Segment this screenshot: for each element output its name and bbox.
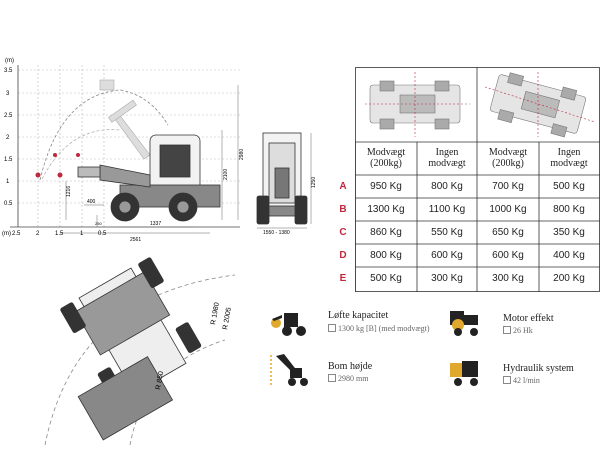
- dim-label: 2561: [130, 237, 141, 243]
- table-cell: 1300 Kg: [367, 204, 405, 215]
- table-cell: 1000 Kg: [489, 204, 527, 215]
- table-cell: 550 Kg: [431, 227, 463, 238]
- row-letter: C: [339, 227, 347, 238]
- header-line: Ingen: [435, 147, 459, 158]
- x-tick-label: 2.5: [12, 231, 21, 237]
- header-line: Modvægt: [366, 147, 406, 158]
- y-tick-label: 3.5: [4, 68, 13, 74]
- engine-text: 26 Hk: [513, 326, 533, 335]
- dim-label: 1550 - 1380: [263, 230, 290, 236]
- y-tick-label: 1: [6, 179, 10, 185]
- table-cell: 800 Kg: [370, 250, 402, 261]
- table-cell: 800 Kg: [431, 181, 463, 192]
- table-cell: 600 Kg: [431, 250, 463, 261]
- header-line: Ingen: [557, 147, 581, 158]
- dim-label: 2100: [223, 169, 229, 180]
- x-tick-label: 1.5: [55, 231, 64, 237]
- row-letter: A: [339, 181, 347, 192]
- dim-label: 1337: [150, 221, 161, 227]
- boom-height-value: 2980 mm: [328, 374, 368, 383]
- y-tick-label: 1.5: [4, 157, 13, 163]
- dim-label: R 850: [155, 371, 165, 391]
- engine-value: 26 Hk: [503, 326, 533, 335]
- dim-label: 250: [95, 221, 102, 226]
- y-tick-label: 3: [6, 91, 10, 97]
- dim-label: 2980: [239, 149, 245, 160]
- checkbox-icon: [503, 326, 511, 334]
- header-line: (200kg): [370, 158, 402, 169]
- engine-icon: [450, 311, 478, 336]
- table-cell: 860 Kg: [370, 227, 402, 238]
- hydraulic-title: Hydraulik system: [503, 363, 574, 374]
- column-header: Modvægt (200kg): [478, 147, 538, 169]
- x-tick-label: 0.5: [98, 231, 107, 237]
- column-header: Ingen modvægt: [539, 147, 599, 169]
- table-cell: 1100 Kg: [428, 204, 466, 215]
- x-axis-unit: (m): [2, 231, 11, 237]
- boom-height-icon: [270, 354, 308, 386]
- engine-title: Motor effekt: [503, 313, 554, 324]
- x-tick-label: 2: [36, 231, 40, 237]
- lift-capacity-text: 1300 kg [B] (med modvægt): [338, 324, 430, 333]
- row-letter: B: [339, 204, 347, 215]
- dim-label: R 2005: [222, 307, 233, 331]
- boom-height-text: 2980 mm: [338, 374, 369, 383]
- column-header: Modvægt (200kg): [356, 147, 416, 169]
- dim-label: 1216: [66, 186, 72, 197]
- y-tick-label: 0.5: [4, 201, 13, 207]
- lift-capacity-value: 1300 kg [B] (med modvægt): [328, 324, 430, 333]
- dim-label: 1250: [311, 177, 317, 188]
- table-cell: 200 Kg: [553, 273, 585, 284]
- dim-label: R 1980: [210, 302, 221, 326]
- y-tick-label: 2.5: [4, 113, 13, 119]
- boom-height-title: Bom højde: [328, 361, 373, 372]
- y-tick-label: 2: [6, 135, 10, 141]
- y-axis-unit: (m): [5, 58, 14, 64]
- checkbox-icon: [328, 374, 336, 382]
- x-tick-label: 1: [80, 231, 84, 237]
- turning-radius-diagram: R 1980 R 2005 R 850: [44, 257, 236, 446]
- table-cell: 400 Kg: [553, 250, 585, 261]
- lift-chart-diagram: (m) 3.5 3 2.5 2 1.5 1 0.5 (m) 2.5 2 1.5 …: [2, 58, 245, 243]
- table-cell: 650 Kg: [492, 227, 524, 238]
- table-cell: 500 Kg: [370, 273, 402, 284]
- table-grid: [355, 67, 600, 292]
- table-cell: 800 Kg: [553, 204, 585, 215]
- table-cell: 950 Kg: [370, 181, 402, 192]
- table-cell: 350 Kg: [553, 227, 585, 238]
- header-line: modvægt: [550, 158, 588, 169]
- table-cell: 600 Kg: [492, 250, 524, 261]
- front-view-diagram: 1550 - 1380 1250: [256, 132, 317, 236]
- dim-label: 400: [87, 199, 96, 205]
- table-cell: 700 Kg: [492, 181, 524, 192]
- hydraulic-icon: [450, 361, 478, 386]
- hydraulic-text: 42 l/min: [513, 376, 540, 385]
- table-cell: 500 Kg: [553, 181, 585, 192]
- checkbox-icon: [503, 376, 511, 384]
- table-cell: 300 Kg: [431, 273, 463, 284]
- header-line: modvægt: [428, 158, 466, 169]
- table-cell: 300 Kg: [492, 273, 524, 284]
- loader-lift-icon: [271, 313, 306, 336]
- header-line: Modvægt: [488, 147, 528, 158]
- header-line: (200kg): [492, 158, 524, 169]
- checkbox-icon: [328, 324, 336, 332]
- column-header: Ingen modvægt: [417, 147, 477, 169]
- row-letter: E: [339, 273, 347, 284]
- load-capacity-table: A B C D E Modvægt (200kg) Ingen modvægt …: [339, 67, 600, 292]
- row-letter: D: [339, 250, 347, 261]
- lift-capacity-title: Løfte kapacitet: [328, 310, 389, 321]
- hydraulic-value: 42 l/min: [503, 376, 540, 385]
